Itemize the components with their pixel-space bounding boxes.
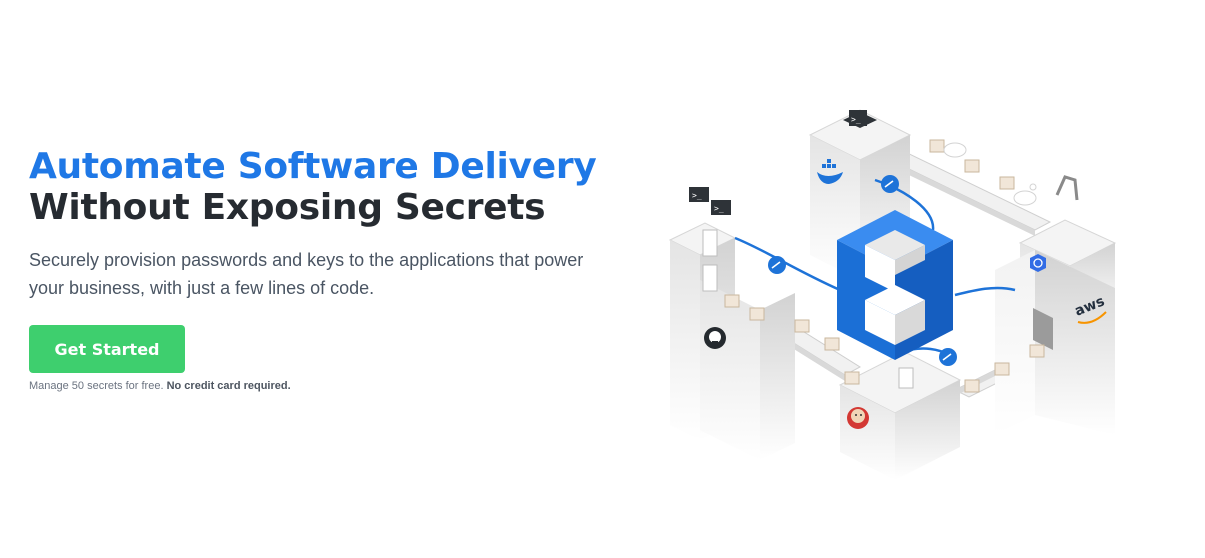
docker-icon xyxy=(817,159,843,184)
svg-text:>_: >_ xyxy=(692,191,702,200)
hero-headline: Automate Software Delivery Without Expos… xyxy=(29,146,629,228)
hero-subheadline: Securely provision passwords and keys to… xyxy=(29,250,584,298)
fineprint-bold: No credit card required. xyxy=(166,380,291,392)
jenkins-building xyxy=(838,351,962,480)
hero-text-block: Automate Software Delivery Without Expos… xyxy=(29,146,629,392)
key-icon xyxy=(768,175,957,366)
aws-building: aws xyxy=(995,175,1117,435)
headline-line-1: Automate Software Delivery xyxy=(29,146,597,187)
jenkins-icon xyxy=(847,407,869,429)
svg-text:>_: >_ xyxy=(714,204,724,213)
package-boxes xyxy=(724,139,1045,393)
svg-text:>_: >_ xyxy=(851,115,861,124)
headline-line-2: Without Exposing Secrets xyxy=(29,187,546,228)
cloud-icon xyxy=(943,142,1037,206)
github-building: >_ >_ xyxy=(668,187,795,460)
get-started-button[interactable]: Get Started xyxy=(29,325,185,373)
kubernetes-icon xyxy=(1030,254,1046,272)
fineprint-main: Manage 50 secrets for free. xyxy=(29,380,164,392)
pipeline-illustration: >_ >_ >_ xyxy=(668,109,1117,480)
github-icon xyxy=(704,327,726,349)
fineprint: Manage 50 secrets for free. No credit ca… xyxy=(29,380,629,392)
vault-cube xyxy=(837,210,953,360)
